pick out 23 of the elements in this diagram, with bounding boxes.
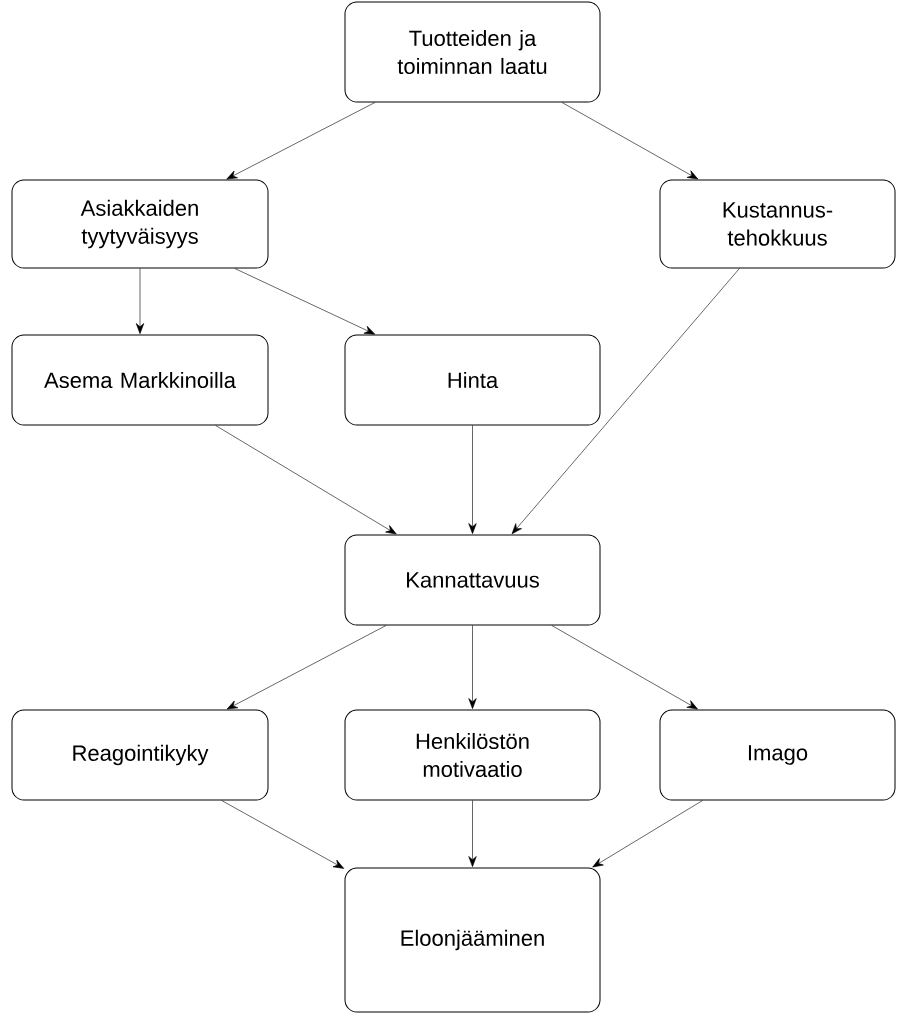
arrow — [468, 425, 477, 534]
arrow — [234, 268, 376, 335]
arrow — [468, 625, 477, 709]
arrow — [226, 102, 376, 180]
arrow — [468, 800, 477, 867]
process-box: Reagointikyky — [11, 709, 269, 801]
process-box: Hinta — [344, 334, 601, 426]
arrow — [551, 625, 698, 710]
arrow — [135, 268, 145, 334]
process-box: Asema Markkinoilla — [11, 334, 269, 426]
process-box: Eloonjääminen — [344, 867, 601, 1013]
arrow — [592, 800, 703, 868]
arrow — [215, 425, 397, 535]
arrow — [561, 102, 699, 180]
process-box: Asiakkaiden tyytyväisyys — [11, 179, 269, 269]
process-box: Tuotteiden ja toiminnan laatu — [344, 1, 601, 103]
process-box: Kustannus-tehokkuus — [659, 179, 896, 269]
arrow — [221, 800, 345, 869]
process-box: Henkilöstön motivaatio — [344, 709, 601, 801]
process-box: Kannattavuus — [344, 534, 601, 626]
arrow — [226, 625, 387, 710]
arrow — [511, 268, 740, 535]
process-box: Imago — [659, 709, 896, 801]
